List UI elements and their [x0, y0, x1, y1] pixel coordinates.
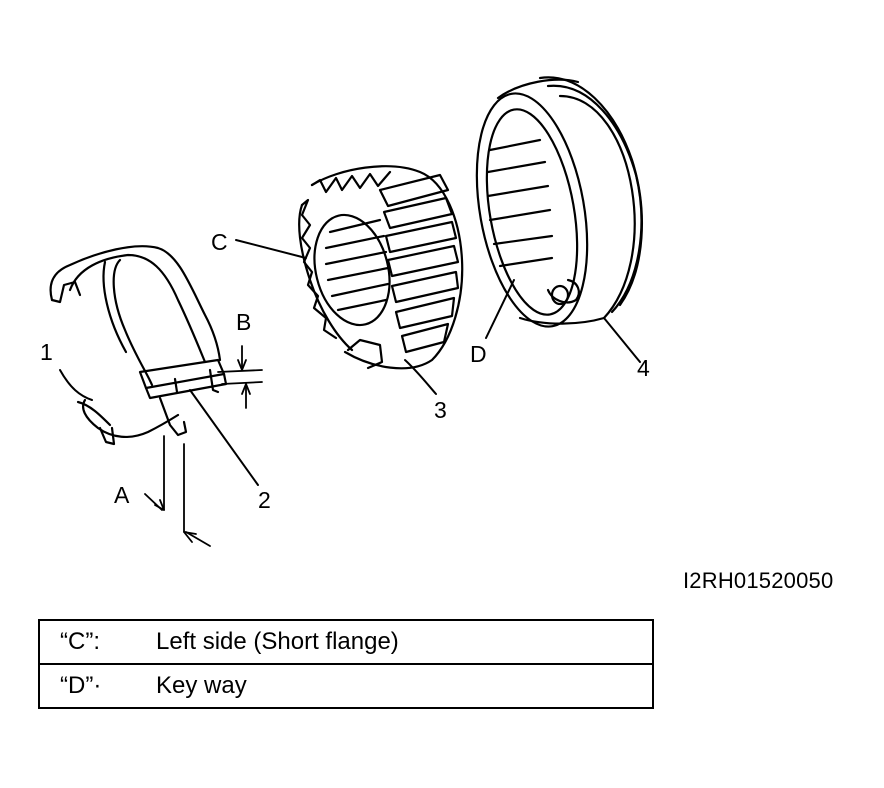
- legend-text: Left side (Short flange): [148, 619, 654, 665]
- synchronizer-hub: [298, 165, 464, 370]
- label-b: B: [236, 309, 251, 335]
- figure-code: I2RH01520050: [683, 568, 834, 593]
- dimension-a: [144, 435, 211, 547]
- leader-lines: [59, 239, 641, 486]
- label-a: A: [114, 482, 130, 508]
- label-4: 4: [637, 355, 650, 381]
- legend-key: “C”:: [38, 619, 148, 665]
- legend-key: “D”·: [38, 663, 148, 709]
- legend-table: “C”: Left side (Short flange) “D”· Key w…: [38, 619, 654, 709]
- label-3: 3: [434, 397, 447, 423]
- label-2: 2: [258, 487, 271, 513]
- label-1: 1: [40, 339, 53, 365]
- synchronizer-ring: [49, 245, 228, 446]
- synchronizer-sleeve: [475, 76, 643, 328]
- legend-text: Key way: [148, 663, 654, 709]
- label-c: C: [211, 229, 228, 255]
- exploded-diagram: 1 2 3 4 A B C D: [40, 76, 650, 547]
- legend-row: “C”: Left side (Short flange): [38, 619, 654, 665]
- label-d: D: [470, 341, 487, 367]
- legend-row: “D”· Key way: [38, 663, 654, 709]
- dimension-b: [217, 345, 263, 409]
